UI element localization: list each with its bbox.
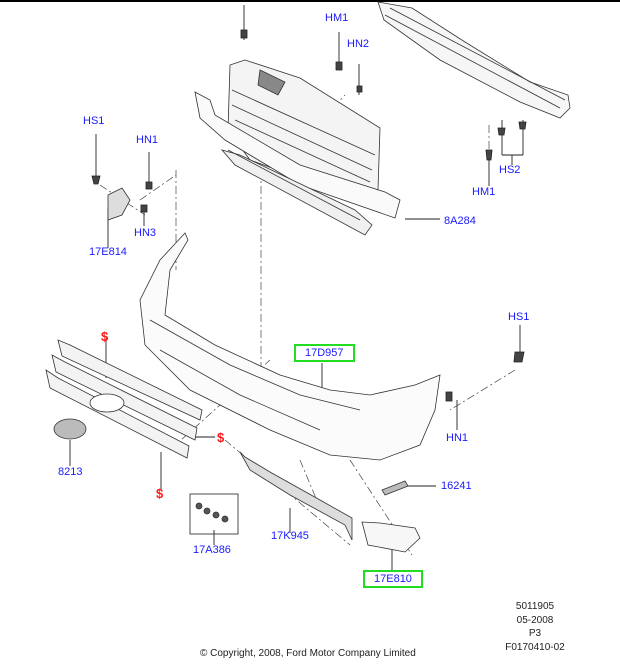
callout-hn3[interactable]: HN3 [134,227,157,239]
callout-hm1-top[interactable]: HM1 [325,12,349,24]
callout-hn1-right[interactable]: HN1 [446,432,469,444]
dollar-mark-grille-mid: $ [217,430,225,445]
dollar-mark-grille-bottom: $ [156,486,164,501]
figure-id: F0170410-02 [505,641,565,653]
callout-hn1-left[interactable]: HN1 [136,134,159,146]
figure-info: 5011905 05-2008 P3 F0170410-02 [495,600,575,654]
callout-hm1-right[interactable]: HM1 [472,186,496,198]
top-border [0,0,620,2]
copyright: © Copyright, 2008, Ford Motor Company Li… [200,648,416,659]
callout-17e814[interactable]: 17E814 [89,246,127,258]
callout-17e810[interactable]: 17E810 [363,570,423,588]
callout-8a284[interactable]: 8A284 [444,215,476,227]
callout-8213[interactable]: 8213 [58,466,83,478]
dollar-mark-grille-top: $ [101,329,109,344]
callout-17k945[interactable]: 17K945 [271,530,309,542]
callout-16241[interactable]: 16241 [441,480,472,492]
callout-hn2[interactable]: HN2 [347,38,370,50]
callout-hs2[interactable]: HS2 [499,164,521,176]
page: P3 [528,628,542,639]
date: 05-2008 [516,614,554,626]
callout-hs1-right[interactable]: HS1 [508,311,530,323]
callout-17d957[interactable]: 17D957 [294,344,355,362]
callout-17a386[interactable]: 17A386 [193,544,231,556]
callout-hs1-left[interactable]: HS1 [83,115,105,127]
ref-number: 5011905 [515,601,555,612]
